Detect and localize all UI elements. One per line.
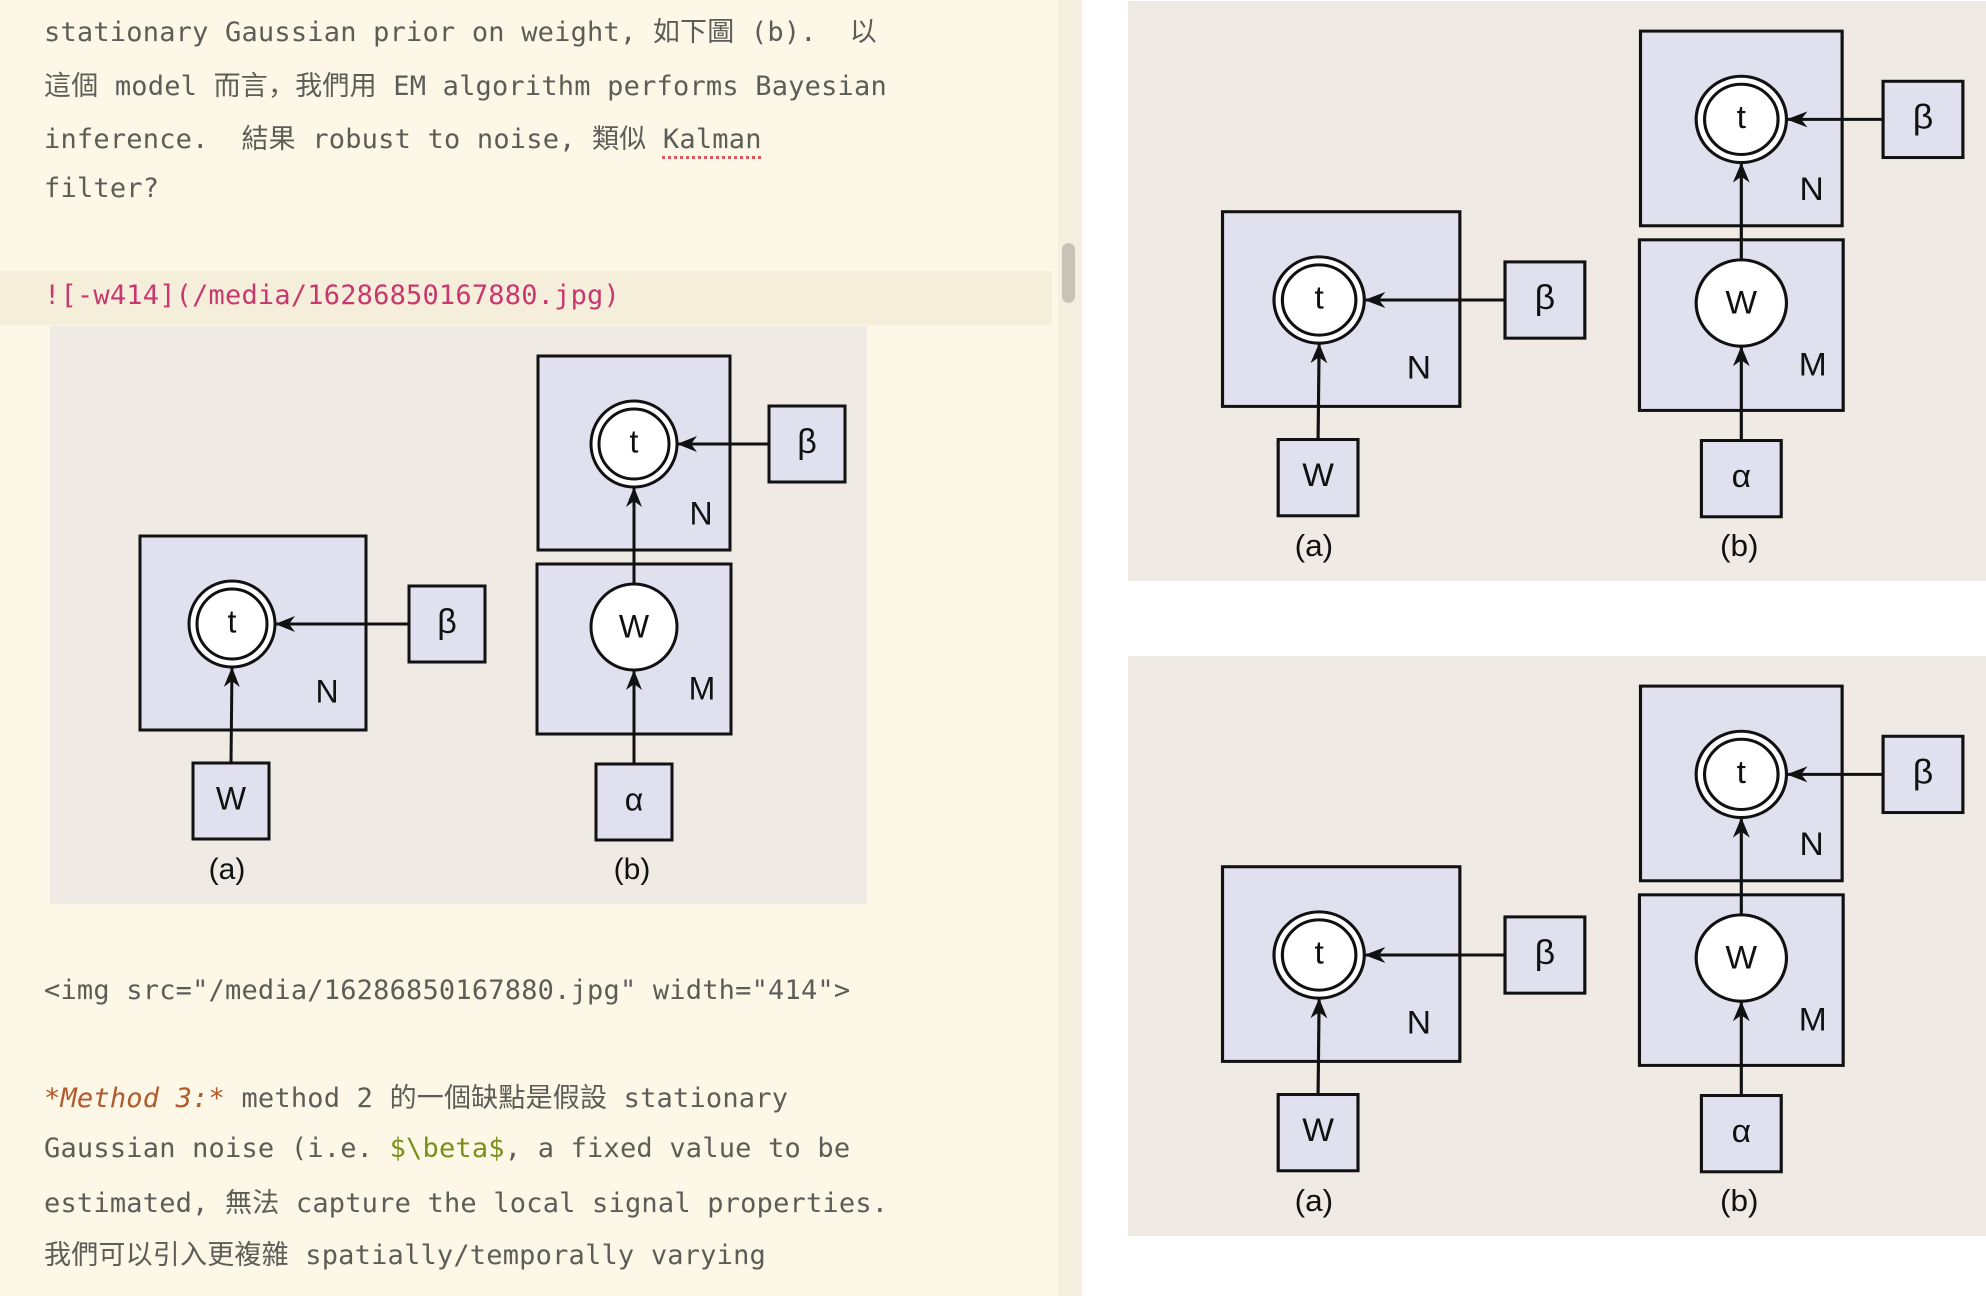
caption-a: (a) [1295, 1183, 1333, 1217]
node-alpha-label: α [625, 781, 644, 817]
node-beta-label: β [1535, 279, 1556, 317]
edge-w-t-head [1732, 817, 1750, 838]
plate-label-n: N [1800, 826, 1824, 862]
inline-math: $\beta$ [389, 1133, 505, 1164]
node-alpha [1699, 1094, 1783, 1174]
node-w-label: W [1725, 939, 1757, 975]
node-w-label: W [1725, 284, 1757, 320]
plate-label-m: M [689, 670, 716, 706]
node-t-label: t [228, 603, 237, 639]
node-t-inner [597, 407, 671, 481]
editor-line: estimated, 無法 capture the local signal p… [44, 1188, 889, 1219]
editor-line: 我們可以引入更複雜 spatially/temporally varying [44, 1240, 767, 1271]
plate-label-n: N [1407, 349, 1431, 385]
edge-beta-t-head [1364, 292, 1386, 309]
edge-w-t-head [1310, 998, 1328, 1019]
node-w-label: W [216, 780, 247, 816]
caption-b: (b) [1720, 528, 1758, 562]
node-beta [1881, 734, 1965, 815]
edge-w-t-head [223, 667, 240, 688]
node-beta-label: β [1913, 753, 1934, 791]
edge-beta-t-head [1364, 947, 1386, 964]
node-w [191, 761, 271, 841]
edge-alpha-w-head [1732, 346, 1750, 367]
plate-label-n: N [689, 495, 712, 531]
editor-scrollbar-track[interactable] [1058, 0, 1082, 1296]
node-alpha-label: α [1732, 458, 1751, 494]
node-alpha [594, 762, 674, 842]
node-t-inner [1280, 263, 1358, 337]
markdown-editor[interactable]: stationary Gaussian prior on weight, 如下圖… [0, 0, 1058, 1296]
node-t-inner [1702, 737, 1780, 812]
edge-w-t-line [1316, 343, 1321, 440]
editor-line: Gaussian noise (i.e. $\beta$, a fixed va… [44, 1133, 850, 1164]
current-line-highlight [0, 271, 1052, 325]
node-w [1276, 438, 1360, 518]
node-t-label: t [1737, 754, 1746, 790]
node-beta [1503, 915, 1587, 995]
plate-label-m: M [1799, 346, 1827, 382]
node-beta-label: β [437, 603, 457, 641]
plate-label-n: N [1800, 171, 1824, 207]
plate-label-n: N [1407, 1004, 1431, 1040]
node-w-label: W [1302, 1112, 1334, 1148]
node-t-inner [1702, 82, 1780, 157]
edge-w-t-head [1310, 343, 1328, 364]
node-beta [767, 404, 847, 484]
edge-alpha-w-head [1732, 1001, 1750, 1022]
node-t-label: t [1314, 934, 1323, 970]
edge-beta-t-head [1786, 766, 1808, 783]
node-t-label: t [1737, 99, 1746, 135]
emphasis-text: *Method 3:* [44, 1083, 226, 1114]
editor-line: stationary Gaussian prior on weight, 如下圖… [44, 17, 877, 48]
node-t-label: t [630, 423, 639, 459]
node-t-label: t [1314, 279, 1323, 315]
node-w-label: W [619, 608, 650, 644]
editor-text: , a fixed value to be [504, 1133, 851, 1164]
node-alpha-label: α [1732, 1113, 1751, 1149]
plate-label-n: N [315, 673, 338, 709]
misspelled-word[interactable]: Kalman [662, 124, 762, 155]
caption-a: (a) [209, 853, 246, 886]
editor-line: filter? [44, 173, 160, 204]
caption-b: (b) [1720, 1183, 1758, 1217]
plate-label-m: M [1799, 1001, 1827, 1037]
edge-w-t-line [229, 666, 234, 764]
caption-a: (a) [1295, 528, 1333, 562]
editor-line: *Method 3:* method 2 的一個缺點是假設 stationary [44, 1076, 788, 1115]
node-beta-label: β [1913, 98, 1934, 136]
edge-w-t-head [626, 487, 642, 507]
node-beta-label: β [1535, 934, 1556, 972]
editor-scrollbar-thumb[interactable] [1062, 243, 1075, 303]
node-t-inner [1280, 918, 1358, 992]
edge-beta-t-head [1786, 111, 1808, 128]
editor-line: inference. 結果 robust to noise, 類似 Kalman [44, 117, 762, 156]
node-t-inner [195, 587, 269, 661]
edge-beta-t-head [677, 436, 697, 452]
html-img-tag[interactable]: <img src="/media/16286850167880.jpg" wid… [44, 975, 851, 1006]
edge-alpha-w-head [626, 670, 642, 690]
edge-w-t-line [1316, 998, 1321, 1095]
node-w-label: W [1302, 457, 1334, 493]
editor-text: method 2 的一個缺點是假設 stationary [225, 1083, 789, 1114]
editor-text: Gaussian noise (i.e. [44, 1133, 390, 1164]
edge-w-t-head [1732, 162, 1750, 183]
node-beta-label: β [797, 423, 817, 461]
edge-beta-t-head [275, 616, 295, 632]
editor-line: 這個 model 而言，我們用 EM algorithm performs Ba… [44, 71, 887, 102]
caption-b: (b) [614, 853, 651, 886]
node-w [1276, 1093, 1360, 1173]
node-beta [1503, 260, 1587, 340]
editor-text: inference. 結果 robust to noise, 類似 [44, 124, 663, 155]
node-alpha [1699, 439, 1783, 519]
markdown-image-syntax[interactable]: ![-w414](/media/16286850167880.jpg) [44, 280, 620, 311]
